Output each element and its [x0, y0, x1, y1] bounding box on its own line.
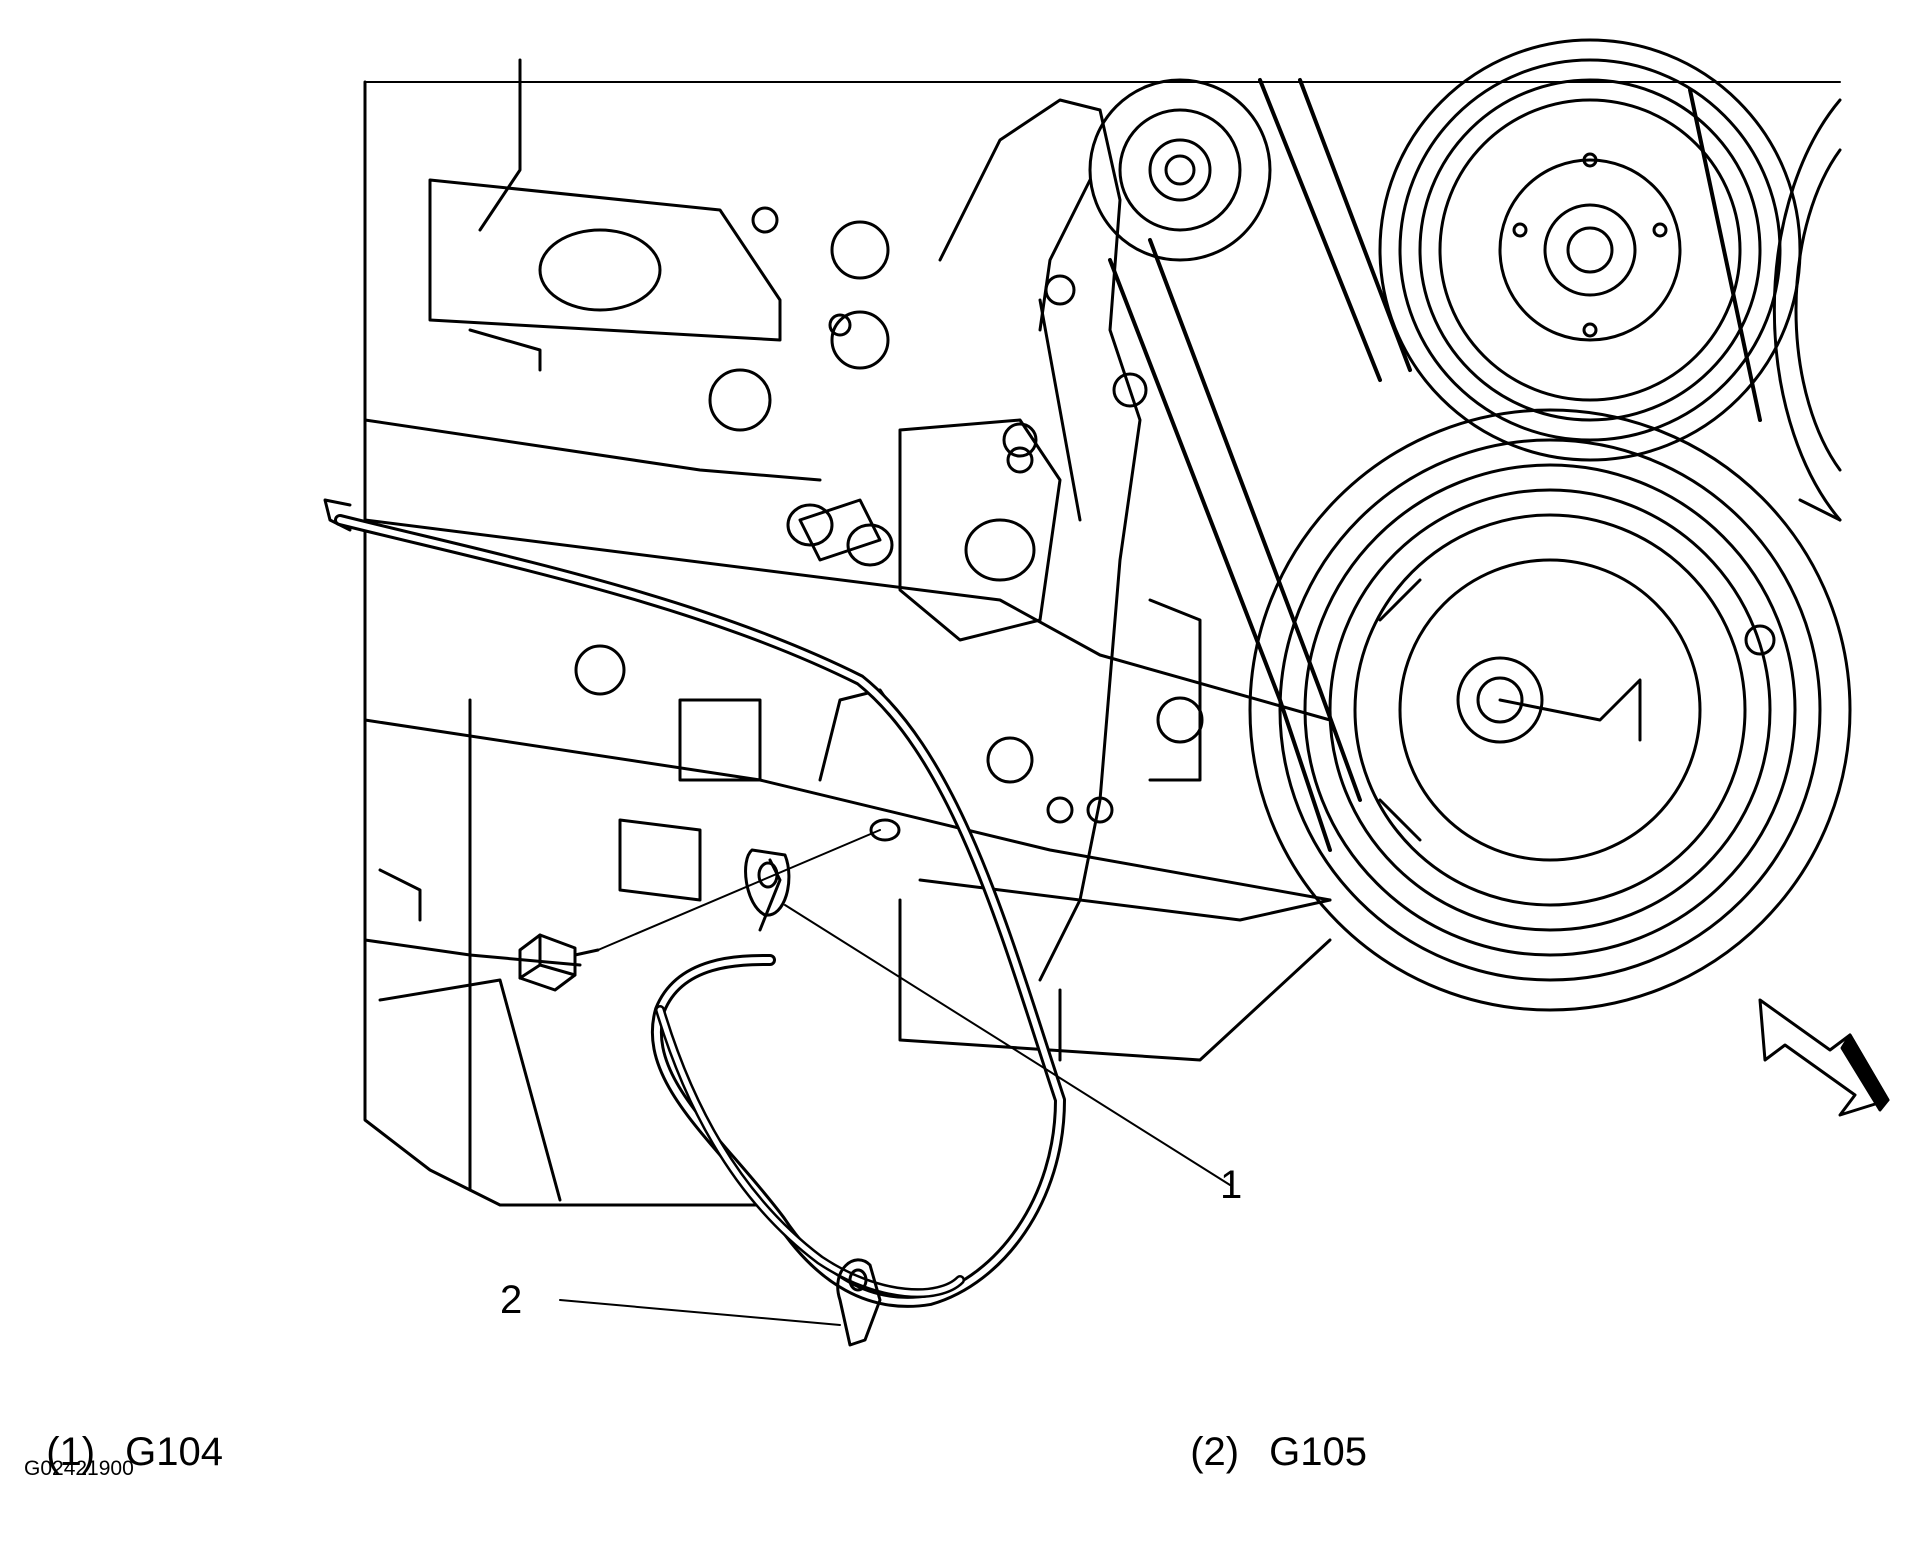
- legend-item-2: (2) G105: [1168, 1392, 1367, 1472]
- callout-number-2: 2: [500, 1278, 523, 1322]
- callout-line-1: [784, 904, 1231, 1186]
- legend-number: (1): [46, 1430, 96, 1474]
- timing-cover: [786, 98, 1204, 982]
- legend-code: G105: [1269, 1430, 1367, 1474]
- ground-terminal-g105: [836, 1258, 882, 1347]
- legend-number: (2): [1190, 1430, 1240, 1474]
- bolt-icon: [518, 829, 881, 992]
- crankshaft-pulley: [1248, 408, 1852, 1012]
- legend-code: G104: [125, 1430, 223, 1474]
- direction-arrow-icon: [1758, 998, 1890, 1117]
- serpentine-belt: [1108, 78, 1762, 852]
- callout-line-2: [559, 1299, 841, 1326]
- figure-id: G02421900: [24, 1457, 134, 1480]
- callout-number-1: 1: [1220, 1163, 1243, 1207]
- upper-pulley: [1378, 38, 1802, 462]
- idler-pulley: [1038, 78, 1272, 332]
- ground-terminal-g104: [744, 818, 901, 917]
- oil-pan: [378, 878, 1332, 1202]
- engine-block: [363, 58, 1841, 1207]
- ground-cable-illustration: [323, 498, 1066, 1308]
- legend-item-1: (1) G104: [24, 1392, 223, 1472]
- far-right-pulley: [1772, 98, 1842, 522]
